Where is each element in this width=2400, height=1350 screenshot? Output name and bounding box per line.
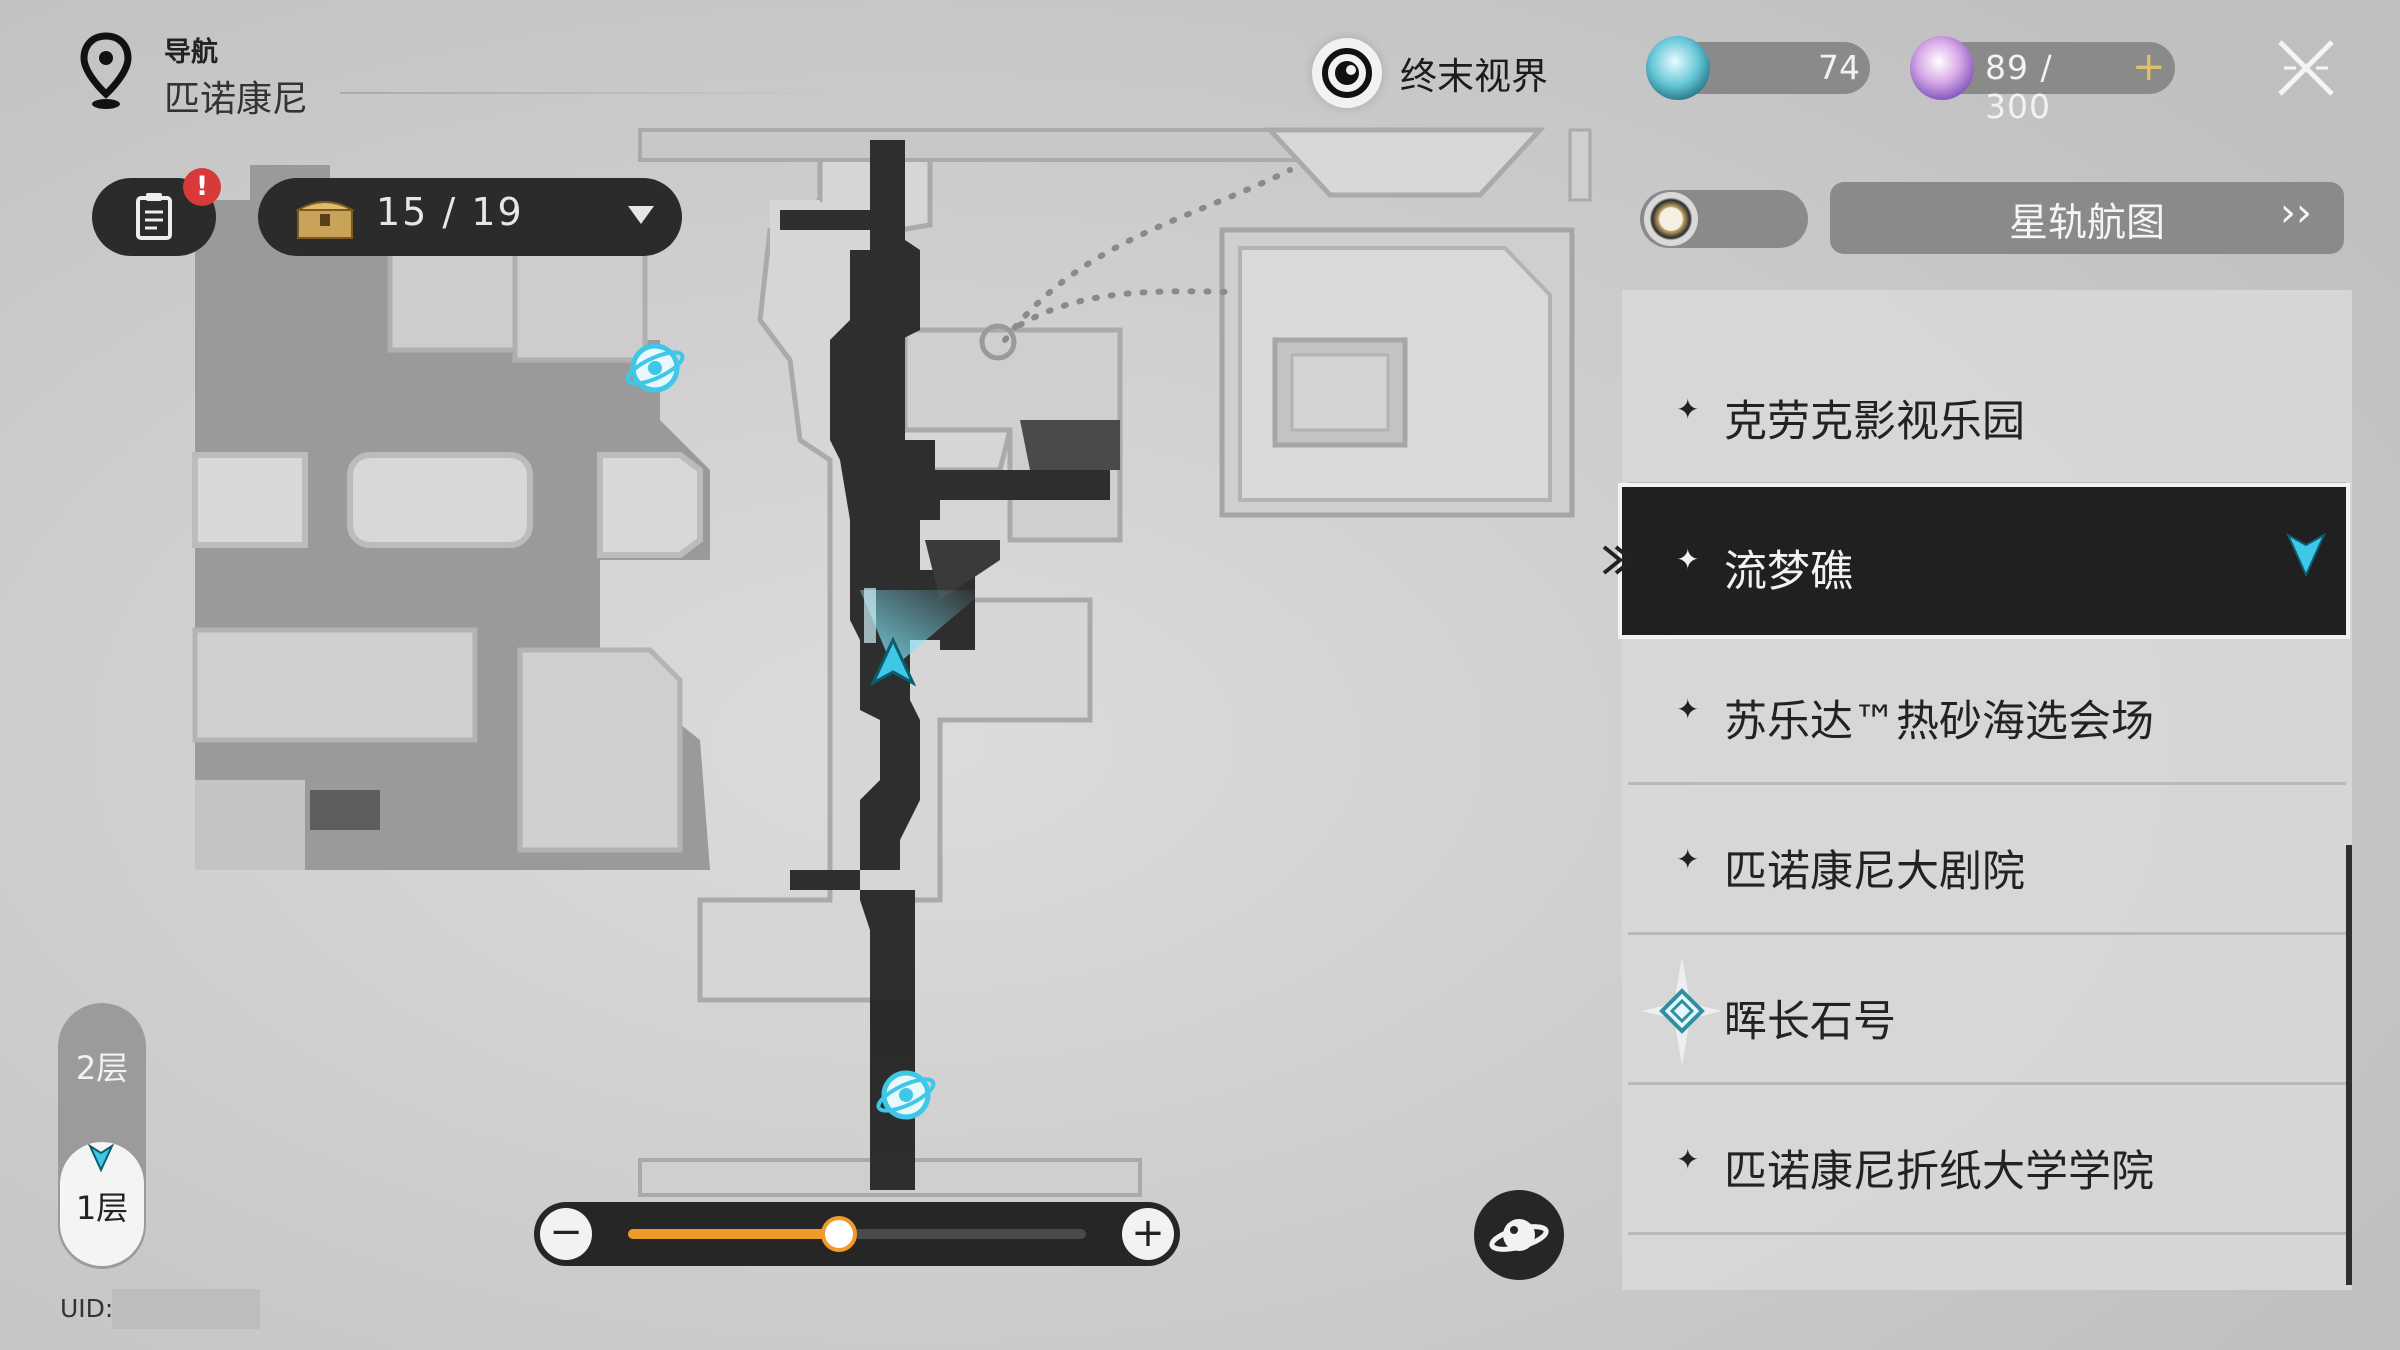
close-icon[interactable] xyxy=(2270,32,2342,104)
location-name: 克劳克影视乐园 xyxy=(1724,397,2025,447)
player-view-beam xyxy=(864,588,876,643)
chevron-right-icon xyxy=(1602,545,1636,575)
world-name[interactable]: 终末视界 xyxy=(1400,55,1548,98)
treasure-chest-icon xyxy=(296,201,354,239)
map-node xyxy=(979,323,1017,361)
location-item[interactable]: ✦ 苏乐达™热砂海选会场 xyxy=(1622,637,2346,785)
trailblaze-power-value: 74 xyxy=(1818,48,1860,87)
floor-2-button[interactable]: 2层 xyxy=(75,1049,129,1087)
trailblaze-power-icon xyxy=(1646,36,1710,100)
eye-circle-icon[interactable] xyxy=(1312,38,1382,108)
zoom-track[interactable] xyxy=(628,1229,1086,1239)
map-corridor xyxy=(638,128,1442,1197)
sparkle-icon: ✦ xyxy=(1676,393,1700,426)
location-name: 晖长石号 xyxy=(1724,997,1896,1047)
double-chevron-right-icon: ›› xyxy=(2280,190,2312,236)
chevron-down-icon[interactable] xyxy=(628,206,654,224)
chest-count: 15 / 19 xyxy=(376,190,524,234)
location-name: 匹诺康尼折纸大学学院 xyxy=(1724,1147,2154,1197)
nav-label: 导航 xyxy=(164,37,218,68)
uid-value xyxy=(112,1289,260,1329)
planet-icon xyxy=(1489,1219,1549,1252)
map-route-dots xyxy=(1002,167,1293,343)
scrollbar[interactable] xyxy=(2346,845,2352,1285)
current-floor-marker-icon xyxy=(88,1144,114,1172)
list-divider xyxy=(1628,932,2346,935)
location-item[interactable]: ✦ 匹诺康尼折纸大学学院 xyxy=(1622,1087,2346,1235)
sparkle-icon: ✦ xyxy=(1676,1143,1700,1176)
region-name: 匹诺康尼 xyxy=(164,79,309,120)
stellar-jade-value: 89 / 300 xyxy=(1985,48,2053,126)
location-name: 流梦礁 xyxy=(1724,547,1853,597)
planet-button[interactable] xyxy=(1474,1190,1564,1280)
location-name: 苏乐达™热砂海选会场 xyxy=(1724,697,2154,747)
list-divider xyxy=(1628,1232,2346,1235)
nav-divider xyxy=(340,92,1240,94)
sparkle-icon: ✦ xyxy=(1676,693,1700,726)
space-anchor-icon[interactable] xyxy=(875,1070,938,1120)
list-divider xyxy=(1628,782,2346,785)
space-anchor-icon[interactable] xyxy=(624,343,687,393)
star-rail-map-button[interactable] xyxy=(1830,182,2344,254)
sparkle-icon: ✦ xyxy=(1676,843,1700,876)
player-arrow-icon xyxy=(869,636,917,687)
floor-1-label: 1层 xyxy=(75,1189,129,1227)
list-divider xyxy=(1628,482,2346,485)
zoom-out-button[interactable]: − xyxy=(540,1208,592,1260)
sparkle-icon: ✦ xyxy=(1676,543,1700,576)
clipboard-icon xyxy=(136,193,172,240)
location-name: 匹诺康尼大剧院 xyxy=(1724,847,2025,897)
notification-badge: ! xyxy=(183,168,221,206)
stellar-jade-icon xyxy=(1910,36,1974,100)
uid-label: UID: xyxy=(60,1294,114,1323)
location-item[interactable]: 晖长石号 xyxy=(1622,937,2346,1085)
teleport-diamond-icon xyxy=(1642,957,1722,1065)
zoom-in-button[interactable]: + xyxy=(1122,1208,1174,1260)
star-rail-map-label: 星轨航图 xyxy=(2008,201,2165,246)
add-resource-button[interactable]: + xyxy=(2132,44,2166,90)
map-building-left xyxy=(192,165,710,870)
location-item[interactable]: ✦ 克劳克影视乐园 xyxy=(1622,337,2346,485)
location-list xyxy=(1622,290,2352,1290)
location-pin-icon xyxy=(80,32,132,109)
list-divider xyxy=(1628,1082,2346,1085)
zoom-handle[interactable] xyxy=(820,1216,857,1252)
zoom-fill xyxy=(628,1229,839,1239)
location-item[interactable]: ✦ 匹诺康尼大剧院 xyxy=(1622,787,2346,935)
location-item[interactable]: ✦ 流梦礁 xyxy=(1618,483,2350,639)
map-building-right xyxy=(1219,127,1592,518)
current-location-marker-icon xyxy=(2286,533,2326,577)
toggle-knob-icon[interactable] xyxy=(1644,192,1698,246)
